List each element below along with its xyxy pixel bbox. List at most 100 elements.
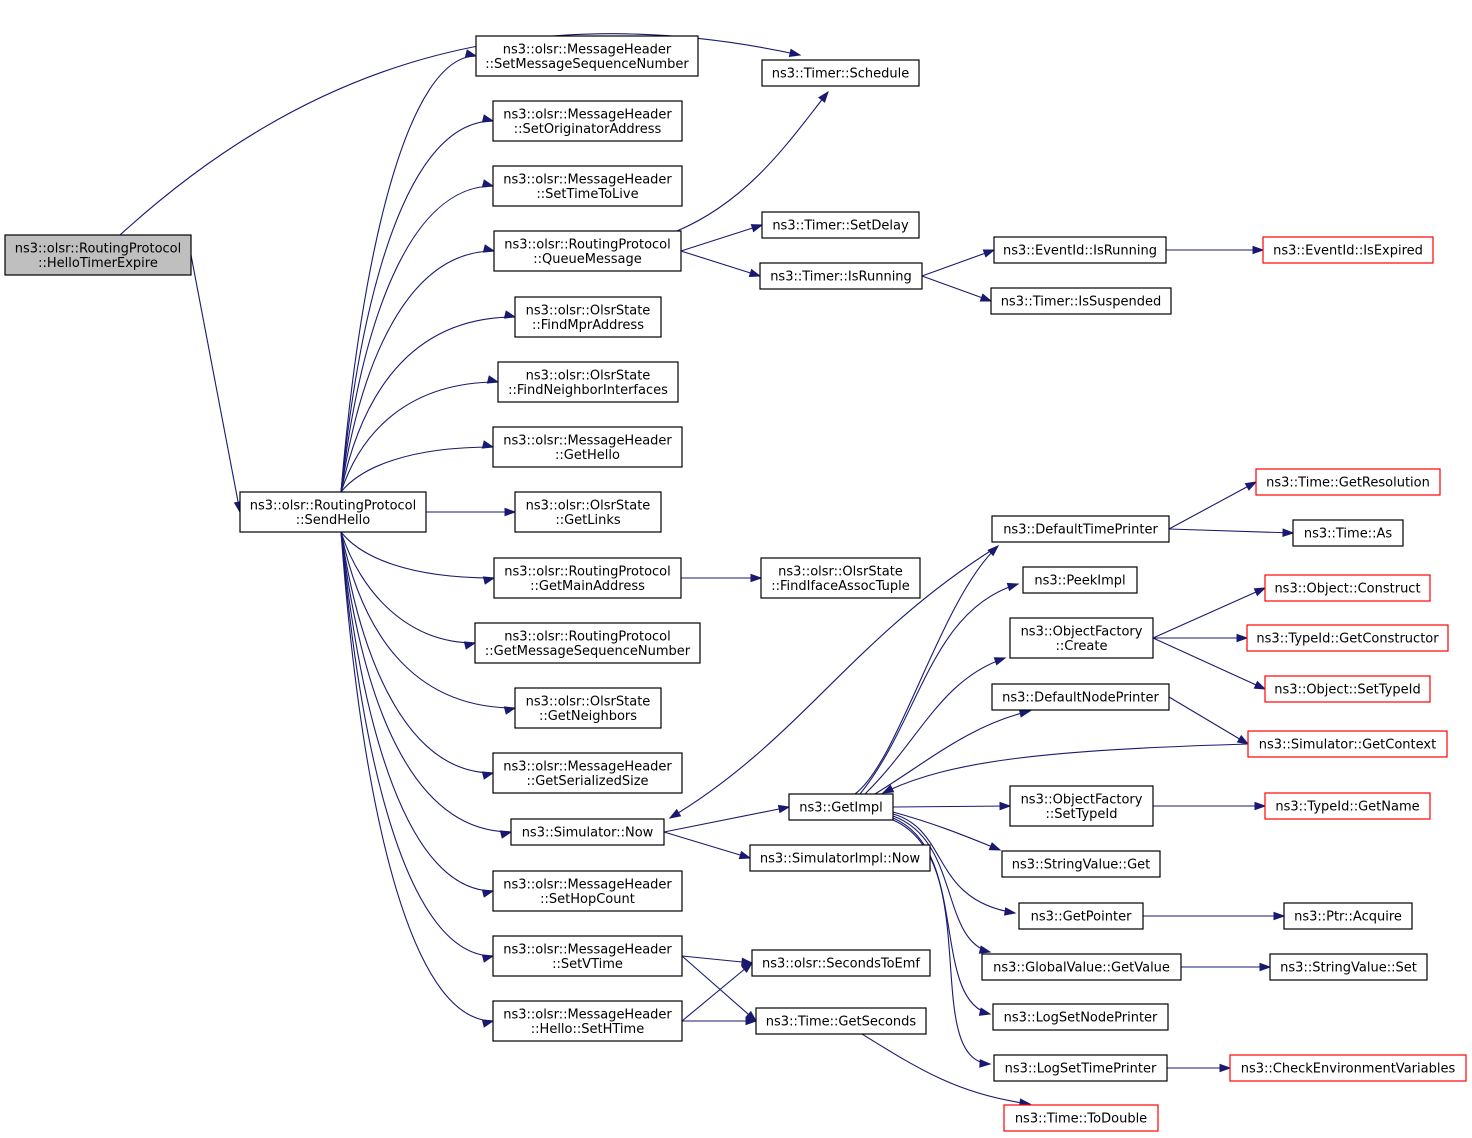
node-box xyxy=(1009,617,1154,659)
node-global-value-get-value[interactable]: ns3::GlobalValue::GetValue xyxy=(981,953,1182,981)
node-label: ::GetMessageSequenceNumber xyxy=(485,644,691,659)
node-label: ns3::olsr::MessageHeader xyxy=(503,42,672,57)
node-box xyxy=(492,426,683,468)
arrowhead xyxy=(818,90,829,103)
node-hello-timer-expire[interactable]: ns3::olsr::RoutingProtocol::HelloTimerEx… xyxy=(4,234,192,276)
node-label: ns3::StringValue::Get xyxy=(1012,858,1150,873)
node-get-links[interactable]: ns3::olsr::OlsrState::GetLinks xyxy=(514,491,662,533)
arrowhead xyxy=(481,889,495,898)
node-label: ns3::ObjectFactory xyxy=(1021,624,1143,639)
node-label: ns3::PeekImpl xyxy=(1034,574,1125,589)
arrowhead xyxy=(999,801,1012,811)
edge-line xyxy=(681,955,753,964)
edge-object-factory-create-to-object-set-type-id xyxy=(1152,637,1267,690)
node-timer-schedule[interactable]: ns3::Timer::Schedule xyxy=(761,59,920,87)
node-timer-is-running[interactable]: ns3::Timer::IsRunning xyxy=(759,262,923,290)
node-default-node-printer[interactable]: ns3::DefaultNodePrinter xyxy=(991,683,1170,711)
edge-queue-message-to-timer-set-delay xyxy=(680,224,764,252)
node-simulator-get-context[interactable]: ns3::Simulator::GetContext xyxy=(1247,730,1448,758)
node-ptr-acquire[interactable]: ns3::Ptr::Acquire xyxy=(1283,902,1413,930)
node-default-time-printer[interactable]: ns3::DefaultTimePrinter xyxy=(991,515,1170,543)
edge-send-hello-to-set-originator-address xyxy=(340,114,495,493)
node-label: ns3::LogSetNodePrinter xyxy=(1004,1011,1158,1026)
edge-line xyxy=(676,91,829,232)
node-label: ns3::olsr::MessageHeader xyxy=(503,759,672,774)
node-set-msg-seq-num[interactable]: ns3::olsr::MessageHeader::SetMessageSequ… xyxy=(475,35,699,77)
edge-line xyxy=(921,249,995,277)
node-find-iface-assoc-tuple[interactable]: ns3::olsr::OlsrState::FindIfaceAssocTupl… xyxy=(760,557,921,599)
node-log-set-time-printer[interactable]: ns3::LogSetTimePrinter xyxy=(993,1054,1168,1082)
node-box xyxy=(1264,792,1431,820)
edge-line xyxy=(340,531,494,957)
node-check-environment-variables[interactable]: ns3::CheckEnvironmentVariables xyxy=(1229,1054,1467,1082)
node-timer-set-delay[interactable]: ns3::Timer::SetDelay xyxy=(761,211,920,239)
node-find-neighbor-interfaces[interactable]: ns3::olsr::OlsrState::FindNeighborInterf… xyxy=(497,361,679,403)
edge-default-time-printer-to-simulator-now xyxy=(668,547,996,819)
node-type-id-get-constructor[interactable]: ns3::TypeId::GetConstructor xyxy=(1246,624,1449,652)
node-type-id-get-name[interactable]: ns3::TypeId::GetName xyxy=(1264,792,1431,820)
edge-simulator-now-to-get-impl xyxy=(663,804,791,833)
node-label: ns3::Simulator::Now xyxy=(522,826,654,841)
node-get-neighbors[interactable]: ns3::olsr::OlsrState::GetNeighbors xyxy=(514,687,662,729)
node-get-pointer[interactable]: ns3::GetPointer xyxy=(1018,902,1144,930)
node-get-main-address[interactable]: ns3::olsr::RoutingProtocol::GetMainAddre… xyxy=(493,557,682,599)
node-label: ::Hello::SetHTime xyxy=(531,1022,644,1037)
node-log-set-node-printer[interactable]: ns3::LogSetNodePrinter xyxy=(992,1003,1169,1031)
node-set-originator-address[interactable]: ns3::olsr::MessageHeader::SetOriginatorA… xyxy=(492,100,683,142)
node-get-serialized-size[interactable]: ns3::olsr::MessageHeader::GetSerializedS… xyxy=(492,752,683,794)
node-box xyxy=(1283,902,1413,930)
node-box xyxy=(991,683,1170,711)
node-box xyxy=(755,1007,927,1035)
arrowhead xyxy=(482,576,496,585)
edge-simulator-get-context-to-get-impl xyxy=(881,743,1249,794)
arrowhead xyxy=(1259,962,1272,972)
node-queue-message[interactable]: ns3::olsr::RoutingProtocol::QueueMessage xyxy=(493,230,682,272)
edge-send-hello-to-set-msg-seq-num xyxy=(340,49,478,493)
node-peek-impl[interactable]: ns3::PeekImpl xyxy=(1022,566,1138,594)
edge-get-impl-to-default-node-printer xyxy=(874,709,1032,795)
node-time-to-double[interactable]: ns3::Time::ToDouble xyxy=(1003,1104,1159,1132)
node-set-hop-count[interactable]: ns3::olsr::MessageHeader::SetHopCount xyxy=(492,870,683,912)
node-hello-set-htime[interactable]: ns3::olsr::MessageHeader::Hello::SetHTim… xyxy=(492,1000,683,1042)
node-object-construct[interactable]: ns3::Object::Construct xyxy=(1264,574,1431,602)
node-object-set-type-id[interactable]: ns3::Object::SetTypeId xyxy=(1264,675,1431,703)
node-box xyxy=(1255,468,1441,496)
node-set-vtime[interactable]: ns3::olsr::MessageHeader::SetVTime xyxy=(492,935,683,977)
node-time-get-resolution[interactable]: ns3::Time::GetResolution xyxy=(1255,468,1441,496)
node-get-impl[interactable]: ns3::GetImpl xyxy=(788,793,894,821)
node-set-time-to-live[interactable]: ns3::olsr::MessageHeader::SetTimeToLive xyxy=(492,165,683,207)
node-find-mpr-address[interactable]: ns3::olsr::OlsrState::FindMprAddress xyxy=(514,296,662,338)
node-get-hello[interactable]: ns3::olsr::MessageHeader::GetHello xyxy=(492,426,683,468)
edge-line xyxy=(663,806,790,833)
node-box xyxy=(493,230,682,272)
edge-line xyxy=(921,275,992,302)
node-label: ns3::olsr::OlsrState xyxy=(526,694,651,709)
edge-get-impl-to-object-factory-set-type-id xyxy=(892,801,1012,811)
edge-send-hello-to-get-serialized-size xyxy=(340,531,495,780)
node-box xyxy=(492,165,683,207)
node-label: ::Create xyxy=(1056,639,1108,654)
node-box xyxy=(492,752,683,794)
node-timer-is-suspended[interactable]: ns3::Timer::IsSuspended xyxy=(990,287,1172,315)
node-time-as[interactable]: ns3::Time::As xyxy=(1292,519,1404,547)
edge-line xyxy=(340,185,494,493)
node-time-get-seconds[interactable]: ns3::Time::GetSeconds xyxy=(755,1007,927,1035)
node-object-factory-create[interactable]: ns3::ObjectFactory::Create xyxy=(1009,617,1154,659)
node-label: ns3::ObjectFactory xyxy=(1021,792,1143,807)
arrowhead xyxy=(1003,907,1017,916)
node-string-value-set[interactable]: ns3::StringValue::Set xyxy=(1269,953,1428,981)
node-simulator-now[interactable]: ns3::Simulator::Now xyxy=(510,818,665,846)
node-string-value-get[interactable]: ns3::StringValue::Get xyxy=(1001,850,1161,878)
node-event-id-is-running[interactable]: ns3::EventId::IsRunning xyxy=(993,236,1167,264)
arrowhead xyxy=(748,268,762,277)
node-label: ns3::TypeId::GetName xyxy=(1275,800,1419,815)
node-send-hello[interactable]: ns3::olsr::RoutingProtocol::SendHello xyxy=(239,491,427,533)
node-get-msg-seq-num[interactable]: ns3::olsr::RoutingProtocol::GetMessageSe… xyxy=(474,622,701,664)
node-label: ns3::DefaultTimePrinter xyxy=(1003,523,1158,538)
edge-line xyxy=(892,811,1001,851)
node-simulator-impl-now[interactable]: ns3::SimulatorImpl::Now xyxy=(749,844,931,872)
node-event-id-is-expired[interactable]: ns3::EventId::IsExpired xyxy=(1262,236,1434,264)
arrowhead xyxy=(499,830,513,839)
node-object-factory-set-type-id[interactable]: ns3::ObjectFactory::SetTypeId xyxy=(1009,785,1154,827)
node-seconds-to-emf[interactable]: ns3::olsr::SecondsToEmf xyxy=(751,949,931,977)
